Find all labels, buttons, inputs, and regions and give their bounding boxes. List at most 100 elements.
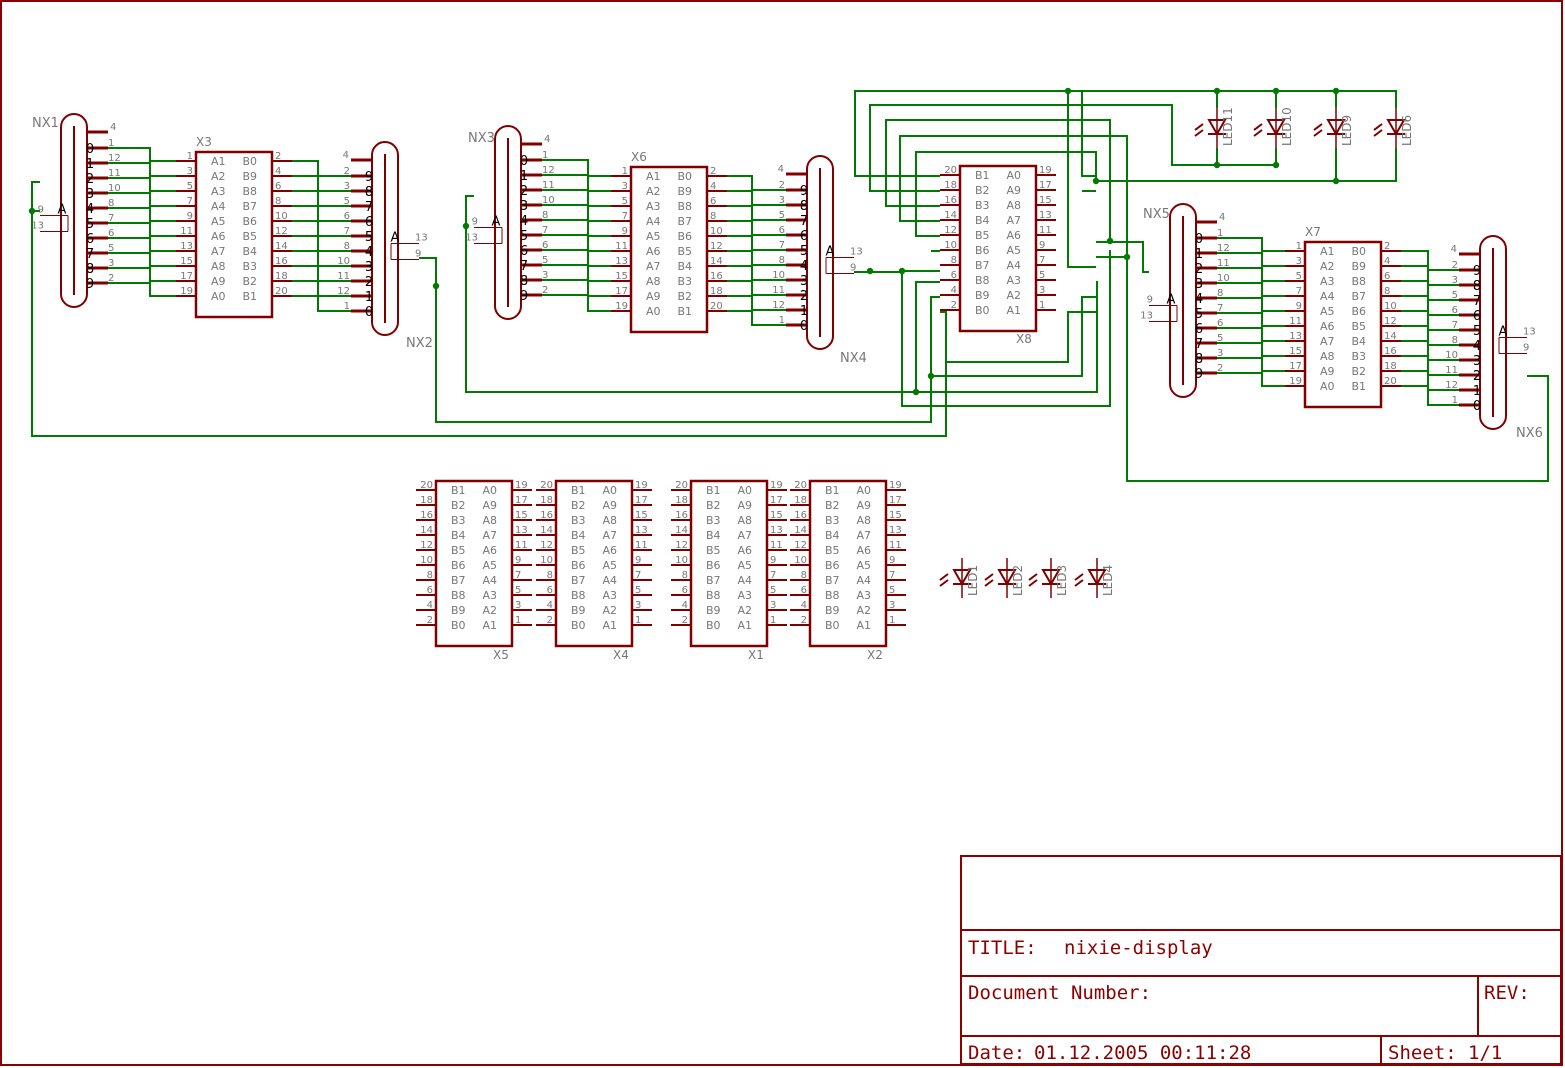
wire	[542, 279, 611, 297]
connector-pin-label: A4	[856, 574, 871, 587]
nixie-digit-label: 3	[800, 274, 808, 289]
nixie-digit-label: 1	[86, 157, 94, 172]
nixie-digit-label: 2	[520, 184, 528, 199]
nixie-pin-number: 8	[542, 210, 548, 221]
nixie-pin-number: 1	[779, 315, 785, 326]
connector-pin-label: A9	[737, 499, 752, 512]
nixie-body	[1169, 203, 1197, 398]
connector-pin-number: 16	[675, 510, 688, 521]
led-arrow	[1313, 129, 1323, 137]
connector-pin-label: A5	[646, 230, 661, 243]
connector-pin-label: B2	[825, 499, 840, 512]
connector-pin-label: A9	[1006, 184, 1021, 197]
nixie-pin-number: 2	[108, 273, 114, 284]
nixie-pin-number: 6	[542, 240, 548, 251]
nixie-pin-number: 11	[108, 168, 121, 179]
connector-pin-label: A3	[211, 185, 226, 198]
connector-pin-label: A6	[602, 544, 617, 557]
connector-pin-number: 15	[770, 510, 783, 521]
connector-pin-label: B4	[451, 529, 466, 542]
connector-pin-number: 14	[420, 525, 433, 536]
connector-pin-label: A3	[602, 589, 617, 602]
connector-pin-number: 7	[622, 211, 628, 222]
nixie-pin-number: 5	[779, 210, 785, 221]
connector-pin-label: A2	[602, 604, 617, 617]
junction-dot	[1106, 237, 1114, 245]
wire	[916, 281, 1098, 393]
connector-pin-number: 18	[1384, 361, 1397, 372]
connector-pin-label: B8	[1351, 275, 1366, 288]
nixie-pin-number: 11	[1445, 365, 1458, 376]
connector-pin-label: B7	[571, 574, 586, 587]
nixie-digit-label: 3	[1473, 354, 1481, 369]
connector-pin-label: A7	[602, 529, 617, 542]
nixie-name-nx5: NX5	[1143, 207, 1170, 222]
connector-body	[434, 479, 514, 648]
nixie-digit-label: 1	[1195, 247, 1203, 262]
connector-pin-label: A9	[482, 499, 497, 512]
connector-pin-number: 9	[889, 555, 895, 566]
nixie-digit-label: 0	[86, 142, 94, 157]
nixie-digit-label: 7	[800, 214, 808, 229]
connector-name: X1	[748, 648, 764, 662]
junction-dot	[28, 207, 36, 215]
wire	[542, 234, 611, 252]
wire	[1217, 148, 1277, 166]
wire	[1217, 297, 1285, 312]
nixie-digit-label: 4	[86, 202, 94, 217]
connector-pin-number: 5	[770, 585, 776, 596]
nixie-pin-number: 10	[1217, 273, 1230, 284]
connector-pin-number: 17	[635, 495, 648, 506]
nixie-pin-number: 7	[108, 213, 114, 224]
connector-pin-label: A1	[1006, 304, 1021, 317]
wire	[1401, 370, 1459, 391]
connector-pin-label: B1	[975, 169, 990, 182]
nixie-digit-label: 5	[86, 217, 94, 232]
nixie-digit-label: 9	[86, 277, 94, 292]
connector-pin-number: 3	[1296, 256, 1302, 267]
connector-pin-number: 13	[1039, 210, 1052, 221]
connector-pin-label: A6	[737, 544, 752, 557]
led-arrow	[1313, 123, 1323, 131]
connector-pin-label: B1	[1351, 380, 1366, 393]
connector-pin-number: 9	[1039, 240, 1045, 251]
connector-pin-number: 13	[635, 525, 648, 536]
wire	[854, 250, 1111, 407]
connector-pin-number: 14	[710, 256, 723, 267]
nixie-digit-label: 3	[365, 260, 373, 275]
connector-pin-number: 18	[540, 495, 553, 506]
wire	[727, 205, 786, 221]
nixie-pin-number: 8	[108, 198, 114, 209]
connector-pin-label: A6	[646, 245, 661, 258]
wire	[292, 190, 351, 207]
nixie-pin-number: 1	[542, 150, 548, 161]
wire	[292, 250, 351, 267]
sheet-label: Sheet:	[1388, 1042, 1457, 1064]
led-arrow	[939, 579, 949, 587]
connector-pin-label: B3	[1351, 350, 1366, 363]
connector-pin-label: B6	[677, 230, 692, 243]
led-arrow	[1373, 129, 1383, 137]
wire	[292, 295, 351, 312]
connector-pin-label: B7	[1351, 290, 1366, 303]
connector-pin-label: B9	[825, 604, 840, 617]
connector-pin-label: B1	[825, 484, 840, 497]
wire	[727, 220, 786, 236]
wire	[727, 265, 786, 281]
connector-pin-number: 14	[944, 210, 957, 221]
wire	[1401, 250, 1459, 271]
connector-pin-number: 5	[1296, 271, 1302, 282]
led-arrow	[984, 573, 994, 581]
connector-pin-number: 18	[944, 180, 957, 191]
connector-pin-number: 13	[889, 525, 902, 536]
connector-pin-number: 3	[1039, 285, 1045, 296]
led-arrow	[1373, 123, 1383, 131]
connector-pin-label: B7	[975, 259, 990, 272]
connector-pin-label: A8	[602, 514, 617, 527]
connector-pin-label: A3	[737, 589, 752, 602]
connector-pin-label: B4	[242, 245, 257, 258]
nixie-digit-label: 1	[1473, 384, 1481, 399]
nixie-pin-number: 6	[1452, 305, 1458, 316]
